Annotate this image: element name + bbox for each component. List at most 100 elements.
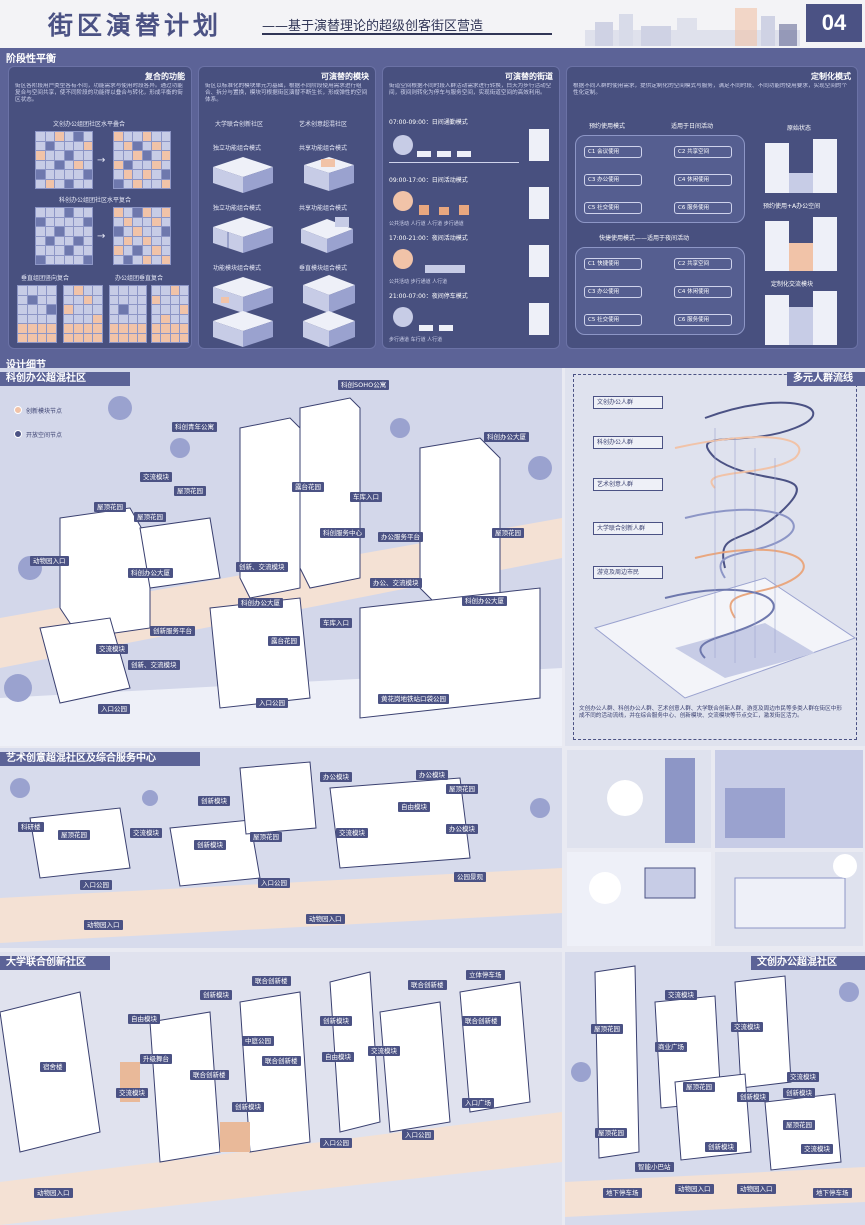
panel-custom-mode: 定制化模式 根据不同人群的使用需求，提供定制化的空间模式与服务，满足不同时段、不… — [566, 66, 858, 349]
module-building-diagram — [304, 157, 354, 191]
cycle-item: C6 服务使用 — [674, 202, 732, 214]
location-tag: 车库入口 — [350, 492, 382, 502]
panel-title: 定制化模式 — [811, 72, 851, 81]
panel-mixed-function: 复合的功能 街区各阶段用户类型各有不同，功能需求与使用时段各异。通过功能复合与空… — [8, 66, 192, 349]
location-tag: 创新模块 — [198, 796, 230, 806]
street-mode-row: 09:00-17:00：日间活动模式 公共活动 人行道 人行道 步行通道 — [389, 175, 551, 227]
diagram-caption: 科创办公组团社区水平复合 — [59, 197, 132, 204]
street-caption: 步行通道 车行道 人行道 — [389, 337, 443, 343]
cycle-item: C5 社交使用 — [584, 202, 642, 214]
location-tag: 商业广场 — [655, 1042, 687, 1052]
art-axonometric-map — [0, 748, 562, 948]
location-tag: 交流模块 — [787, 1072, 819, 1082]
grid-diagram-before — [35, 131, 93, 189]
time-label: 21:00-07:00：夜间停车模式 — [389, 293, 468, 300]
panel-description: 根据不同人群的使用需求，提供定制化的空间模式与服务，满足不同时段、不同功能的使用… — [573, 83, 848, 96]
location-tag: 科创SOHO公寓 — [338, 380, 390, 390]
location-tag: 入口公园 — [320, 1138, 352, 1148]
location-tag: 入口公园 — [256, 698, 288, 708]
module-state-diagram — [765, 139, 837, 193]
time-label: 17:00-21:00：夜间活动模式 — [389, 235, 468, 242]
location-tag: 屋顶花园 — [58, 830, 90, 840]
location-tag: 露台花园 — [292, 482, 324, 492]
location-tag: 入口广场 — [462, 1098, 494, 1108]
crowd-group-tag: 科创办公人群 — [593, 436, 663, 449]
diagram-caption: 文创办公组团社区水平叠合 — [53, 121, 126, 128]
location-tag: 自由模块 — [128, 1014, 160, 1024]
crowd-group-tag: 大学联合创新人群 — [593, 522, 663, 535]
location-tag: 办公模块 — [320, 772, 352, 782]
wenchuang-axonometric-map — [565, 952, 865, 1225]
location-tag: 交流模块 — [731, 1022, 763, 1032]
location-tag: 联合创新楼 — [462, 1016, 501, 1026]
time-label: 09:00-17:00：日间活动模式 — [389, 177, 468, 184]
location-tag: 露台花园 — [268, 636, 300, 646]
location-tag: 科创办公大厦 — [128, 568, 173, 578]
location-tag: 动物园入口 — [34, 1188, 73, 1198]
vertical-grid-diagram — [109, 285, 147, 343]
crowd-group-tag: 文创办公人群 — [593, 396, 663, 409]
vertical-grid-diagram — [17, 285, 57, 343]
location-tag: 创新服务平台 — [150, 626, 195, 636]
location-tag: 交流模块 — [116, 1088, 148, 1098]
crowd-flow-panel: 多元人群流线 文创办公人群 科创办公人群 艺术创意人群 大学联合创新人群 游览及… — [565, 368, 865, 746]
column-caption: 大学联合创新社区 — [215, 121, 264, 128]
location-tag: 联合创新楼 — [190, 1070, 229, 1080]
location-tag: 交流模块 — [96, 644, 128, 654]
location-tag: 屋顶花园 — [446, 784, 478, 794]
cycle-heading: 适用于日间活动 — [671, 123, 714, 130]
location-tag: 交流模块 — [140, 472, 172, 482]
grid-diagram-before — [35, 207, 93, 265]
location-tag: 科研楼 — [18, 822, 44, 832]
page-title: 街区演替计划 — [48, 11, 223, 40]
panel-evolvable-street: 可演替的街道 街道空间根据不同时段人群活动需求进行转换，白天为步行活动空间，夜间… — [382, 66, 560, 349]
skyline-graphic — [585, 8, 800, 46]
location-tag: 中庭公园 — [242, 1036, 274, 1046]
keji-community-panel: 科创办公超混社区 创新模块节点 开放空间节点 科创SOHO公寓 科创青年公寓 科… — [0, 368, 562, 746]
crowd-group-tag: 艺术创意人群 — [593, 478, 663, 491]
module-state-caption: 原始状态 — [787, 125, 812, 132]
location-tag: 升级舞台 — [140, 1054, 172, 1064]
cycle-item: C2 共享空间 — [674, 258, 732, 270]
location-tag: 创新模块 — [232, 1102, 264, 1112]
detail-section-bar — [0, 355, 865, 368]
perspective-views-panel — [565, 748, 865, 948]
crowd-flow-description: 文创办公人群、科创办公人群、艺术创意人群、大学联合创新人群、游览及周边市民等多类… — [579, 706, 842, 719]
street-section-diagram — [393, 129, 549, 161]
module-building-diagram — [213, 157, 273, 193]
cycle-item: C5 社交使用 — [584, 314, 642, 326]
cycle-item: C2 共享空间 — [674, 146, 732, 158]
wenchuang-community-title: 文创办公超混社区 — [751, 956, 865, 970]
vertical-grid-diagram — [63, 285, 103, 343]
location-tag: 自由模块 — [322, 1052, 354, 1062]
panel-description: 街区以标准化的模块单元为基础，根据不同阶段使用需求进行组合、拆分与置换，模块可根… — [205, 83, 368, 103]
location-tag: 入口公园 — [258, 878, 290, 888]
location-tag: 办公、交流模块 — [370, 578, 422, 588]
location-tag: 科创办公大厦 — [484, 432, 529, 442]
location-tag: 地下停车场 — [813, 1188, 852, 1198]
module-building-diagram — [303, 275, 355, 313]
module-caption: 共享功能组合模式 — [299, 205, 348, 212]
panel-evolvable-modules: 可演替的模块 街区以标准化的模块单元为基础，根据不同阶段使用需求进行组合、拆分与… — [198, 66, 376, 349]
legend-open-space-label: 开放空间节点 — [26, 432, 63, 439]
location-tag: 智能小巴站 — [635, 1162, 674, 1172]
location-tag: 办公模块 — [416, 770, 448, 780]
vertical-grid-diagram — [151, 285, 189, 343]
module-caption: 独立功能组合模式 — [213, 205, 262, 212]
cycle-item: C3 办公使用 — [584, 286, 642, 298]
module-caption: 共享功能组合模式 — [299, 145, 348, 152]
location-tag: 屋顶花园 — [174, 486, 206, 496]
location-tag: 动物园入口 — [30, 556, 69, 566]
crowd-flow-diagram — [593, 401, 857, 699]
location-tag: 科创办公大厦 — [238, 598, 283, 608]
wenchuang-community-panel: 文创办公超混社区 交流模块 屋顶花园 交流模块 商业广场 屋顶花园 创新模块 交… — [565, 952, 865, 1225]
street-section-diagram — [393, 245, 549, 277]
location-tag: 创新模块 — [320, 1016, 352, 1026]
street-mode-row: 21:00-07:00：夜间停车模式 步行通道 车行道 人行道 — [389, 291, 551, 343]
university-community-panel: 大学联合创新社区 联合创新楼 创新模块 联合创新楼 立体停车场 自由模块 中庭公… — [0, 952, 562, 1225]
cycle-item: C4 休闲使用 — [674, 174, 732, 186]
location-tag: 动物园入口 — [737, 1184, 776, 1194]
ground-line — [389, 162, 519, 163]
crowd-group-tag: 游览及周边市民 — [593, 566, 663, 579]
location-tag: 办公服务平台 — [378, 532, 423, 542]
